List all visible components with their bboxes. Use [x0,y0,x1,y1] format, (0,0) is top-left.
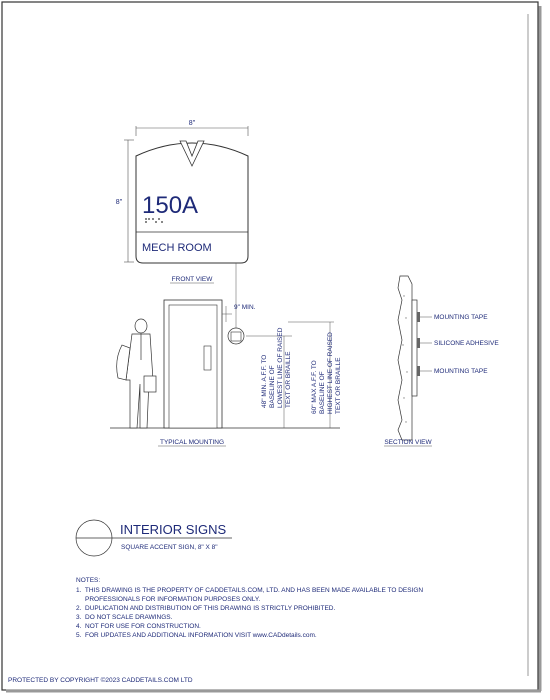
svg-text:LOWEST LINE OF RAISED: LOWEST LINE OF RAISED [277,327,284,408]
room-number: 150A [142,192,198,219]
sheet-frame [1,1,539,691]
height-dimension-label: 8" [116,199,123,206]
v-accent-icon [179,140,205,167]
copyright-text: PROTECTED BY COPYRIGHT ©2023 CADDETAILS.… [8,676,193,684]
mounting-tape-top [417,312,420,322]
silicone-adhesive [417,338,420,348]
svg-text:60" MAX A.F.F. TO: 60" MAX A.F.F. TO [311,360,318,414]
section-view-label: SECTION VIEW [384,439,432,446]
typical-mounting-label: TYPICAL MOUNTING [160,439,224,446]
svg-text:BASELINE OF: BASELINE OF [269,365,276,408]
svg-text:HIGHEST LINE OF RAISED: HIGHEST LINE OF RAISED [327,332,334,414]
note-line: 2. DUPLICATION AND DISTRIBUTION OF THIS … [76,605,336,612]
person-figure [116,318,157,429]
notes: NOTES: 1. THIS DRAWING IS THE PROPERTY O… [76,577,423,639]
high-dimension-text: 60" MAX A.F.F. TO BASELINE OF HIGHEST LI… [311,332,342,414]
note-line: 5. FOR UPDATES AND ADDITIONAL INFORMATIO… [76,632,317,639]
width-dimension-label: 8" [189,120,196,127]
drawing-title: INTERIOR SIGNS [120,522,227,537]
svg-text:TEXT OR BRAILLE: TEXT OR BRAILLE [285,351,292,408]
sign-front-view: 8" 8" 150A MECH ROOM [116,120,249,264]
drawing-subtitle: SQUARE ACCENT SIGN, 8" X 8" [121,544,218,551]
note-line: 4. NOT FOR USE FOR CONSTRUCTION. [76,623,201,630]
note-line: PROFESSIONALS FOR INFORMATION PURPOSES O… [76,596,260,603]
svg-text:BASELINE OF: BASELINE OF [319,371,326,414]
title-block: INTERIOR SIGNS SQUARE ACCENT SIGN, 8" X … [75,519,232,557]
callout-silicone-adhesive: SILICONE ADHESIVE [434,340,499,347]
door-handle [203,345,212,371]
section-view [397,275,432,441]
svg-text:TEXT OR BRAILLE: TEXT OR BRAILLE [335,357,342,414]
room-name: MECH ROOM [142,242,212,254]
low-dimension-text: 48" MIN. A.F.F. TO BASELINE OF LOWEST LI… [261,327,292,408]
braille-dots [145,218,163,223]
note-line: 3. DO NOT SCALE DRAWINGS. [76,614,173,621]
sign-section [411,299,418,397]
mounting-tape-bottom [417,366,420,376]
front-view-label: FRONT VIEW [172,276,214,283]
min-clear-label: 9" MIN. [234,304,256,311]
typical-mounting: 9" MIN. [110,263,340,429]
sign-small [230,331,242,342]
svg-text:48" MIN. A.F.F. TO: 48" MIN. A.F.F. TO [261,355,268,408]
callout-mounting-tape-1: MOUNTING TAPE [434,314,488,321]
note-line: 1. THIS DRAWING IS THE PROPERTY OF CADDE… [76,587,423,594]
callout-mounting-tape-2: MOUNTING TAPE [434,368,488,375]
notes-heading: NOTES: [76,577,100,584]
